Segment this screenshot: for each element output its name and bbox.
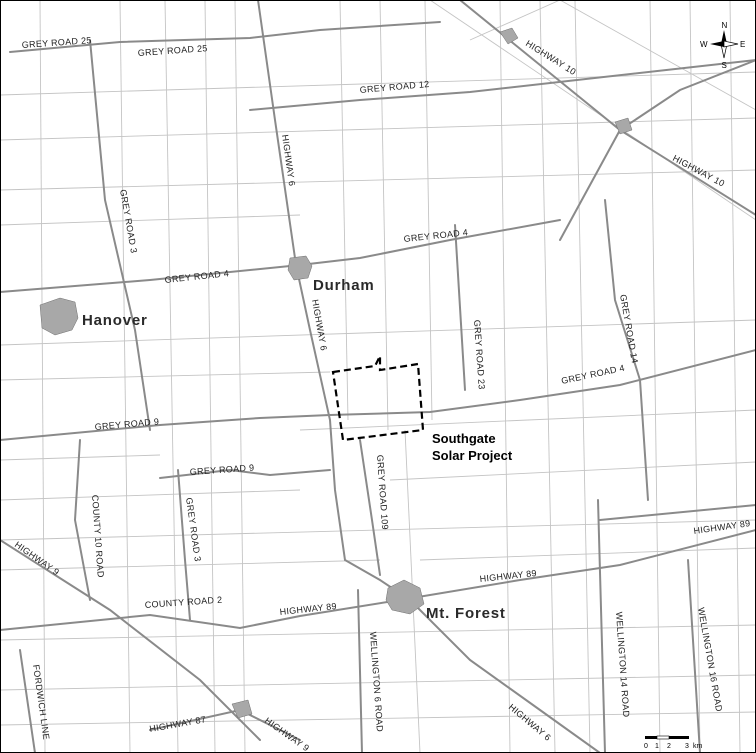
hanover-urban-area xyxy=(39,297,79,336)
scale-bar: 0 1 2 3 km xyxy=(644,735,703,750)
label-grey-road-9-b: GREY ROAD 9 xyxy=(189,463,254,477)
label-grey-road-25-a: GREY ROAD 25 xyxy=(21,35,91,50)
scale-tick-3: 3 xyxy=(685,743,689,750)
label-grey-road-23: GREY ROAD 23 xyxy=(472,319,487,389)
scale-tick-2: 2 xyxy=(667,743,671,750)
compass-n: N xyxy=(722,21,728,30)
scale-tick-0: 0 xyxy=(644,743,648,750)
label-grey-road-25-b: GREY ROAD 25 xyxy=(137,43,207,58)
scale-unit: km xyxy=(693,743,703,750)
highway-9-junction xyxy=(231,699,253,719)
project-label-line1: Southgate xyxy=(432,431,496,446)
mt-forest-urban-area xyxy=(385,579,425,615)
highway-10-junction xyxy=(499,27,519,45)
project-label: Southgate Solar Project xyxy=(432,431,513,463)
town-areas xyxy=(39,27,633,719)
label-hanover: Hanover xyxy=(82,312,148,329)
west-arrow-icon xyxy=(710,41,724,47)
project-boundary xyxy=(331,355,425,442)
label-durham: Durham xyxy=(313,277,374,294)
project-label-line2: Solar Project xyxy=(432,448,513,463)
town-labels: Hanover Durham Mt. Forest xyxy=(82,277,506,622)
compass-w: W xyxy=(700,40,708,49)
compass-rose: N S E W xyxy=(700,21,745,70)
durham-urban-area xyxy=(287,255,313,281)
compass-e: E xyxy=(740,40,745,49)
label-mt-forest: Mt. Forest xyxy=(426,605,506,622)
north-arrow-icon xyxy=(721,30,727,44)
highway-10-east-junction xyxy=(614,117,633,135)
scale-tick-1: 1 xyxy=(655,743,659,750)
compass-s: S xyxy=(722,61,727,70)
